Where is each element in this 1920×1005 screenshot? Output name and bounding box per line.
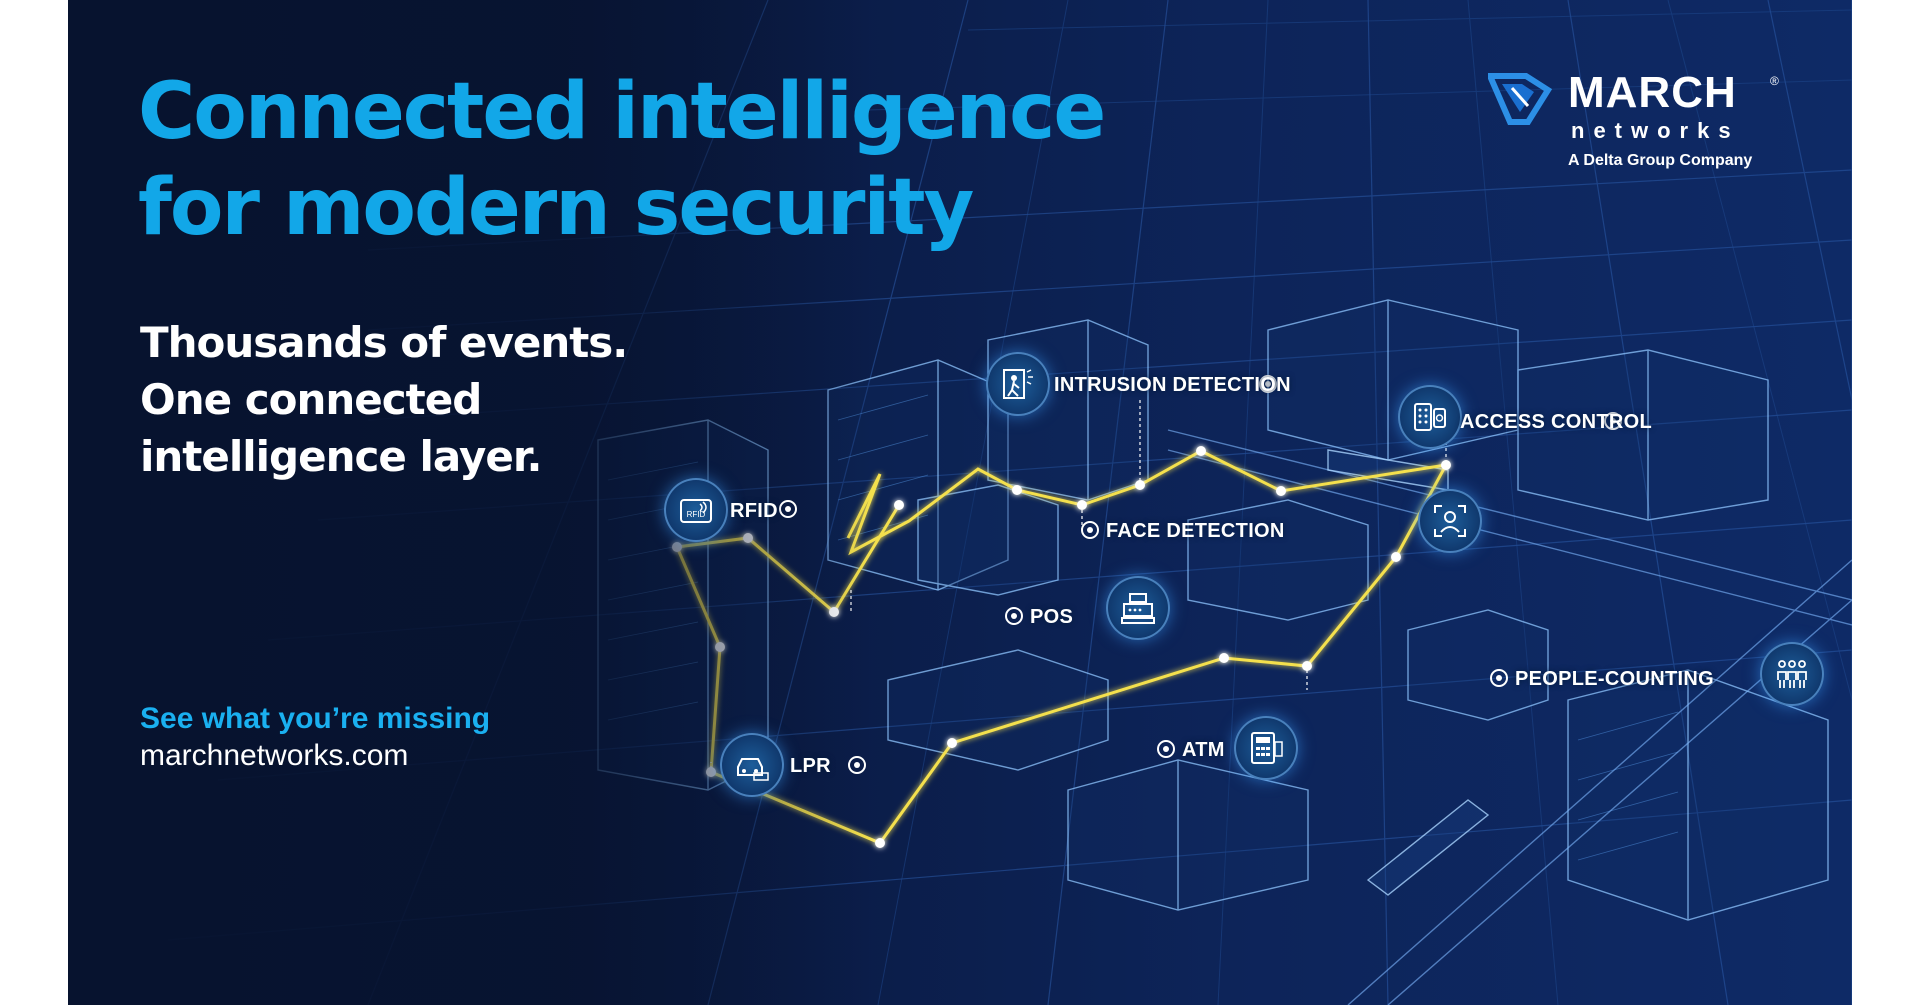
node-label-intrusion-detection: INTRUSION DETECTION bbox=[1054, 374, 1291, 396]
face-node-marker bbox=[1081, 521, 1099, 539]
subhead-line-1: Thousands of events. bbox=[140, 318, 628, 367]
intruder-alarm-icon bbox=[986, 352, 1050, 416]
node-label-pos: POS bbox=[1030, 606, 1074, 628]
cta-tagline: See what you’re missing bbox=[140, 702, 491, 735]
keypad-lock-icon bbox=[1398, 385, 1462, 449]
atm-calculator-icon bbox=[1234, 716, 1298, 780]
website-link[interactable]: marchnetworks.com bbox=[140, 739, 409, 772]
headline-line-1: Connected intelligence bbox=[138, 67, 1106, 157]
logo-subword: networks bbox=[1571, 118, 1740, 143]
car-plate-icon bbox=[720, 733, 784, 797]
intrusion-node-marker bbox=[1259, 375, 1277, 393]
march-networks-logo: MARCH ® networks A Delta Group Company bbox=[1488, 68, 1788, 172]
promo-banner: Connected intelligence for modern securi… bbox=[68, 0, 1852, 1005]
cash-register-icon bbox=[1106, 576, 1170, 640]
headline: Connected intelligence for modern securi… bbox=[138, 64, 1106, 256]
node-label-rfid: RFID bbox=[730, 500, 778, 522]
node-label-lpr: LPR bbox=[790, 755, 831, 777]
rfid-node-marker bbox=[779, 500, 797, 518]
atm-node-marker bbox=[1157, 740, 1175, 758]
logo-registered-mark: ® bbox=[1770, 74, 1779, 88]
node-label-people-counting: PEOPLE-COUNTING bbox=[1515, 668, 1714, 690]
rfid-icon-text: RFID bbox=[687, 510, 706, 519]
node-label-atm: ATM bbox=[1182, 739, 1225, 761]
node-label-face-detection: FACE DETECTION bbox=[1106, 520, 1285, 542]
people-group-icon bbox=[1760, 642, 1824, 706]
city-wireframe-scene bbox=[68, 0, 1852, 1005]
logo-tagline: A Delta Group Company bbox=[1568, 152, 1753, 169]
subhead-line-3: intelligence layer. bbox=[140, 432, 543, 481]
people-node-marker bbox=[1490, 669, 1508, 687]
headline-line-2: for modern security bbox=[138, 163, 974, 253]
call-to-action: See what you’re missing marchnetworks.co… bbox=[140, 700, 490, 774]
lpr-node-marker bbox=[848, 756, 866, 774]
face-scan-icon bbox=[1418, 489, 1482, 553]
access-node-marker bbox=[1604, 412, 1622, 430]
pos-node-marker bbox=[1005, 607, 1023, 625]
node-label-access-control: ACCESS CONTROL bbox=[1460, 411, 1652, 433]
march-logo-mark-icon bbox=[1488, 73, 1553, 125]
subheadline: Thousands of events. One connected intel… bbox=[140, 314, 628, 485]
rfid-card-icon: RFID bbox=[664, 478, 728, 542]
logo-wordmark: MARCH bbox=[1568, 68, 1737, 117]
subhead-line-2: One connected bbox=[140, 375, 482, 424]
